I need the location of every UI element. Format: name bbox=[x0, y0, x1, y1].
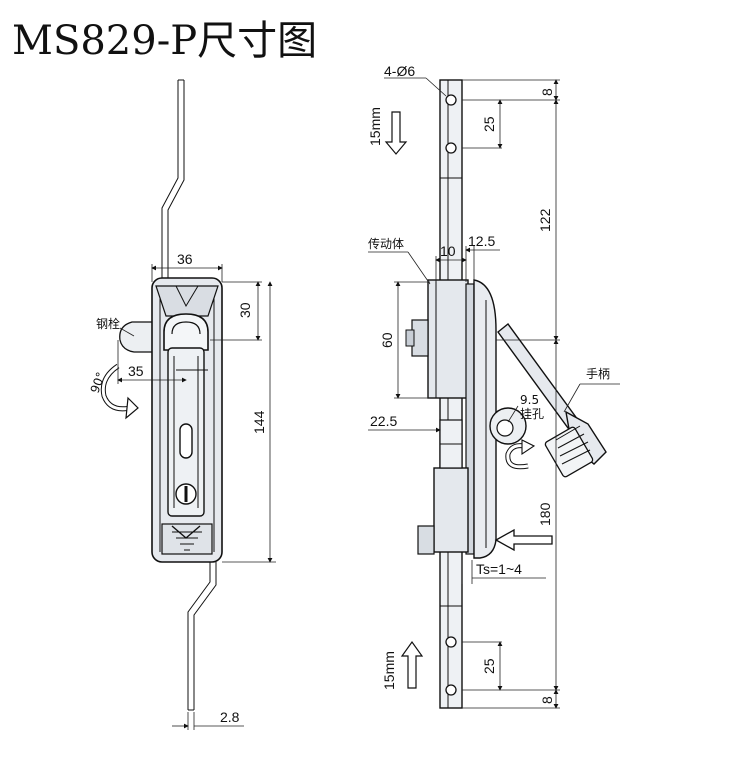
dim-bottom-edge: 8 bbox=[539, 696, 555, 704]
dim-height: 144 bbox=[251, 410, 267, 434]
dim-lower-len: 180 bbox=[537, 502, 553, 526]
dim-hole-pitch-top: 25 bbox=[481, 116, 497, 132]
dim-upper-len: 122 bbox=[537, 208, 553, 232]
label-hook: 挂孔 bbox=[520, 407, 544, 421]
dim-body-d: 12.5 bbox=[468, 233, 495, 249]
label-bolt: 钢栓 bbox=[96, 316, 120, 331]
dim-width: 36 bbox=[177, 251, 193, 267]
rotation-label: 90° bbox=[88, 370, 108, 395]
dim-ts: Ts=1~4 bbox=[476, 561, 522, 577]
dim-lower-off: 22.5 bbox=[370, 413, 397, 429]
dim-top-edge: 8 bbox=[539, 88, 555, 96]
stroke-bottom-label: 15mm bbox=[381, 651, 397, 690]
dim-body-w: 10 bbox=[440, 243, 456, 259]
dim-hook-hole: 9.5 bbox=[520, 393, 539, 407]
dim-holes: 4-Ø6 bbox=[384, 63, 415, 79]
dim-top-offset: 30 bbox=[237, 302, 253, 318]
label-body: 传动体 bbox=[368, 236, 404, 251]
front-view: 90° 钢栓 36 30 144 35 2.8 bbox=[88, 79, 276, 730]
side-view: 15mm 15mm 4-Ø6 8 25 122 180 25 8 bbox=[367, 63, 620, 709]
stroke-top-label: 15mm bbox=[367, 107, 383, 146]
dim-rod: 2.8 bbox=[220, 709, 240, 725]
label-handle: 手柄 bbox=[586, 367, 610, 381]
page-title: MS829-P尺寸图 bbox=[12, 18, 317, 64]
dim-pin-offset: 35 bbox=[128, 363, 144, 379]
dim-hole-pitch-bottom: 25 bbox=[481, 658, 497, 674]
dim-body-h: 60 bbox=[379, 332, 395, 348]
